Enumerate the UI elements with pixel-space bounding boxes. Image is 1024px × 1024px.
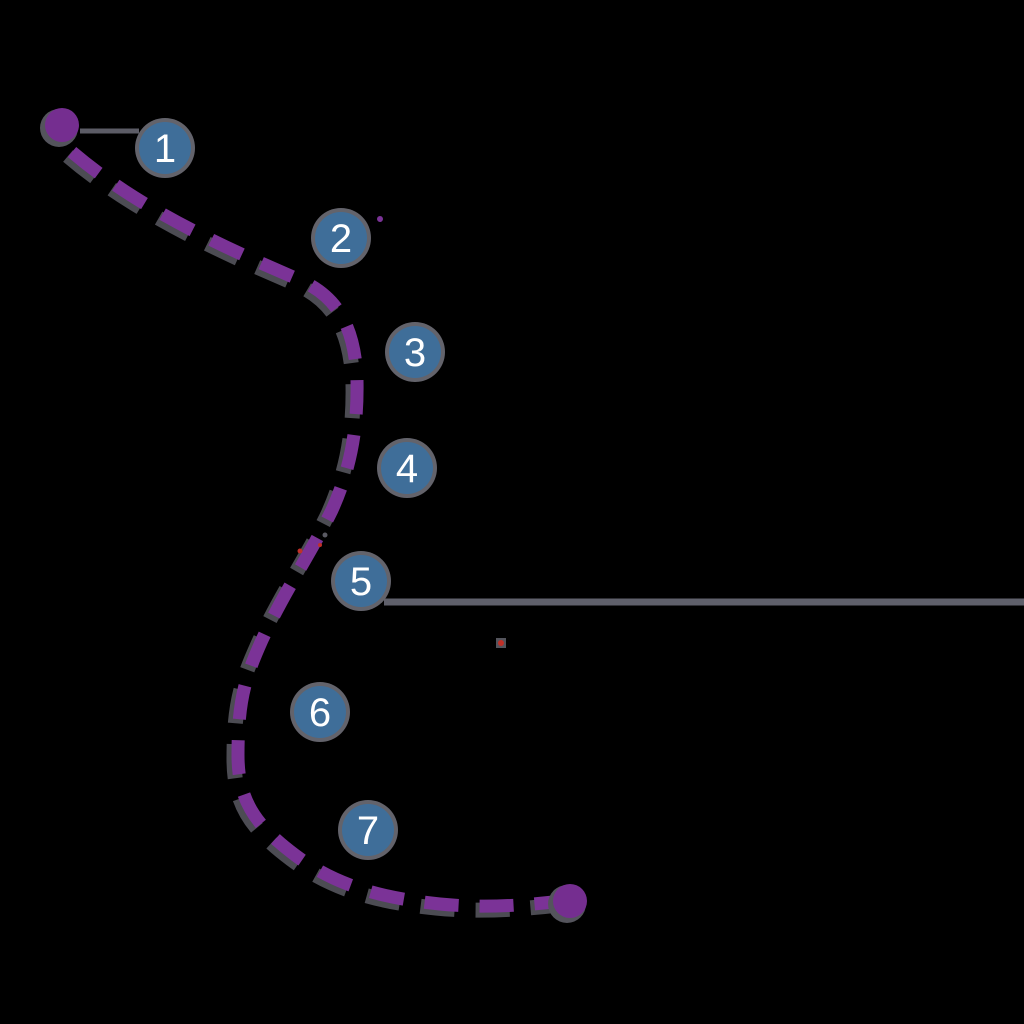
start-dot-icon <box>45 108 79 142</box>
path-end-dot <box>548 884 587 923</box>
dashed-path-shadow <box>63 150 559 918</box>
artifact-red-dot <box>498 640 504 646</box>
step-5-label: 5 <box>350 560 372 604</box>
tiny-red-dot-artifact-2 <box>318 543 322 547</box>
step-6-label: 6 <box>309 691 331 735</box>
tiny-gray-dot-artifact <box>322 532 328 538</box>
end-dot-icon <box>553 884 587 918</box>
step-2-label: 2 <box>330 217 352 261</box>
step-2-circle <box>315 212 367 264</box>
step-4-label: 4 <box>396 447 418 491</box>
step-1-label: 1 <box>154 127 176 171</box>
step-marker-6: 6 <box>290 682 350 742</box>
tiny-red-dot-artifact-1 <box>297 548 303 554</box>
step-3-label: 3 <box>404 331 426 375</box>
step-5-circle <box>335 555 387 607</box>
tiny-red-dot-artifact-3 <box>496 638 506 648</box>
tiny-purple-dot-artifact <box>377 216 383 222</box>
step-7-label: 7 <box>357 809 379 853</box>
step-1-circle <box>139 122 191 174</box>
dashed-journey-path <box>67 147 563 913</box>
path-start-dot <box>40 108 79 147</box>
step-marker-2: 2 <box>311 208 371 268</box>
step-marker-1: 1 <box>135 118 195 178</box>
step-6-circle <box>294 686 346 738</box>
step-marker-7: 7 <box>338 800 398 860</box>
step-marker-4: 4 <box>377 438 437 498</box>
step-4-circle <box>381 442 433 494</box>
step-marker-5: 5 <box>331 551 391 611</box>
step-3-circle <box>389 326 441 378</box>
step-7-circle <box>342 804 394 856</box>
step-marker-3: 3 <box>385 322 445 382</box>
